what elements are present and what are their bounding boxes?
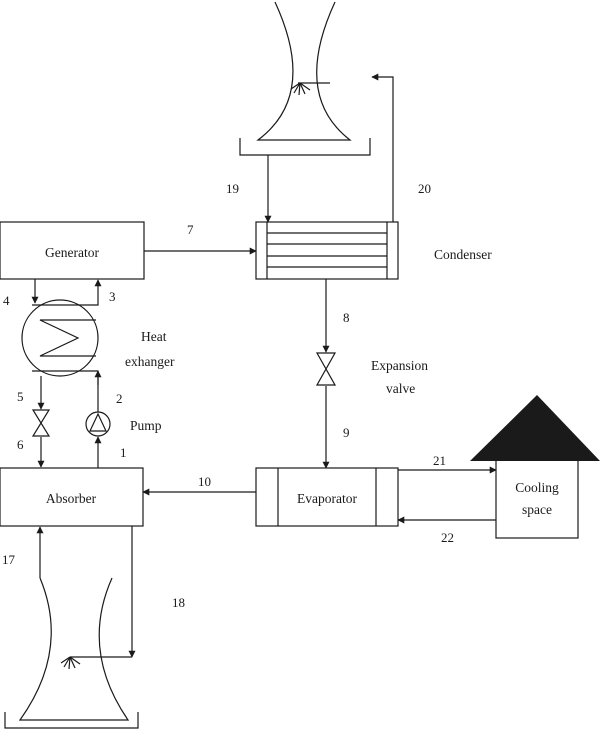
expansion-valve-icon xyxy=(315,352,337,386)
house-roof-icon xyxy=(470,395,600,461)
bottom-spray-nozzle-icon xyxy=(60,656,132,670)
stream-21-number: 21 xyxy=(433,453,446,468)
stream-10-number: 10 xyxy=(198,474,211,489)
stream-numbers: 1 2 3 4 5 6 7 8 9 10 17 18 19 20 21 22 xyxy=(2,181,454,610)
heat-exchanger xyxy=(21,299,99,377)
evaporator-label: Evaporator xyxy=(297,491,357,506)
absorber-label: Absorber xyxy=(46,491,97,506)
pump-label: Pump xyxy=(130,418,162,433)
cooling-space-label-1: Cooling xyxy=(515,480,559,495)
stream-20-number: 20 xyxy=(418,181,431,196)
condenser-box xyxy=(255,221,399,280)
stream-6-number: 6 xyxy=(17,437,24,452)
top-spray-nozzle-icon xyxy=(290,82,330,96)
expansion-valve-label-2: valve xyxy=(386,381,415,396)
top-cooling-tower xyxy=(239,1,371,156)
stream-8-number: 8 xyxy=(343,310,350,325)
solution-valve-icon xyxy=(31,409,51,437)
generator-box xyxy=(0,221,145,280)
condenser-label: Condenser xyxy=(434,247,492,262)
stream-4-number: 4 xyxy=(3,293,10,308)
stream-9-number: 9 xyxy=(343,425,350,440)
heat-exchanger-label-1: Heat xyxy=(141,329,167,344)
stream-7-number: 7 xyxy=(187,222,194,237)
pump-icon xyxy=(85,411,111,437)
absorber-box xyxy=(0,467,144,527)
stream-1-number: 1 xyxy=(120,445,127,460)
generator-label: Generator xyxy=(45,245,99,260)
evaporator-box xyxy=(255,467,399,527)
expansion-valve-label-1: Expansion xyxy=(371,358,428,373)
cooling-space-house xyxy=(470,395,600,539)
cooling-space-label-2: space xyxy=(522,502,552,517)
flow-lines xyxy=(31,73,497,658)
stream-22-number: 22 xyxy=(441,530,454,545)
heat-exchanger-label-2: exhanger xyxy=(125,354,175,369)
stream-18-number: 18 xyxy=(172,595,185,610)
stream-3-line xyxy=(94,279,102,306)
stream-2-number: 2 xyxy=(116,391,123,406)
bottom-cooling-tower xyxy=(4,577,139,729)
stream-19-number: 19 xyxy=(226,181,239,196)
stream-5-number: 5 xyxy=(17,389,24,404)
stream-17-number: 17 xyxy=(2,552,16,567)
stream-20-line xyxy=(371,73,394,222)
stream-3-number: 3 xyxy=(109,289,116,304)
